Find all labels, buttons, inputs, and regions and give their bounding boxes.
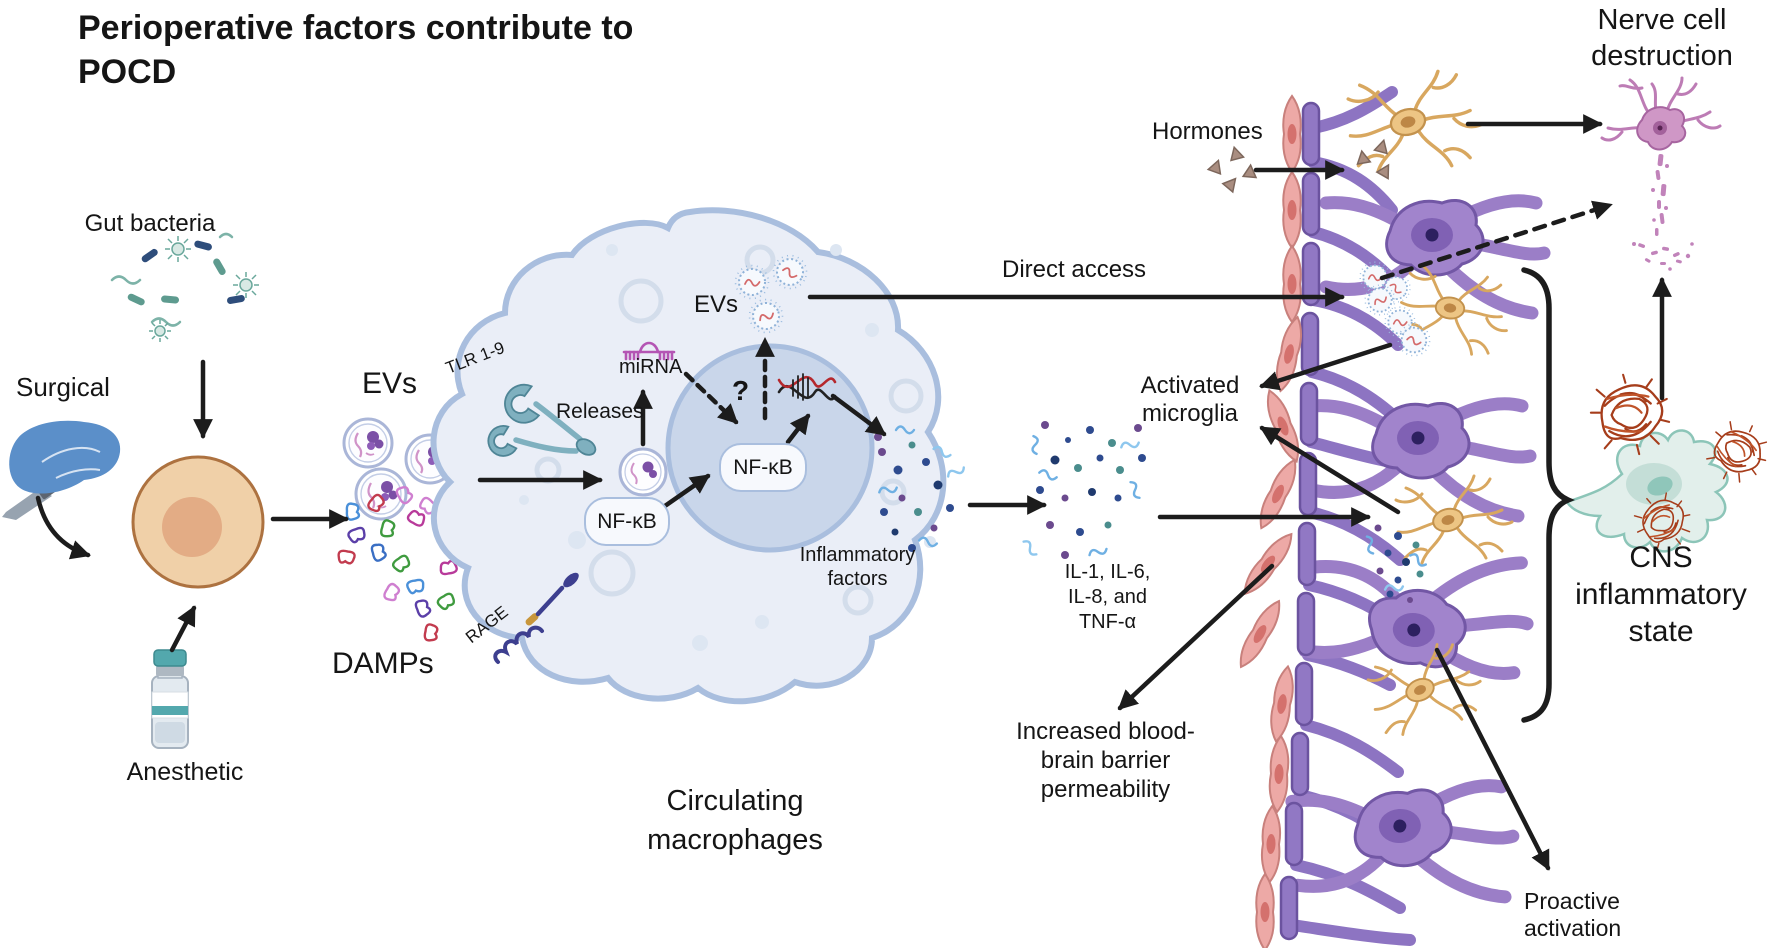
hormone-triangles-icon (1206, 138, 1390, 194)
nfkb-box-cytoplasm: NF-κB (584, 497, 670, 546)
label-question-mark: ? (732, 375, 750, 406)
inflammatory-factors-icon (874, 425, 967, 552)
label-evs-released: EVs (694, 291, 739, 318)
arrows (35, 114, 1672, 871)
label-proactive-activation: Proactive activation (1524, 888, 1622, 942)
label-gut-bacteria: Gut bacteria (84, 210, 216, 237)
nfkb-box-nucleus: NF-κB (719, 443, 807, 492)
label-activated-microglia: Activated microglia (1140, 372, 1240, 428)
mirna-icon (622, 341, 676, 361)
arrow-dna-to-factors (830, 393, 887, 437)
label-cns-inflammatory-state: CNS inflammatory state (1575, 541, 1747, 648)
label-damps: DAMPs (332, 647, 434, 680)
arrow-mirna-question-dashed (683, 371, 739, 425)
endocytosed-vesicle-icon (618, 447, 668, 497)
anesthetic-vial-icon (151, 649, 189, 749)
reactive-astrocyte-icon (1565, 429, 1729, 553)
gut-bacteria-icon (110, 232, 259, 342)
label-releases: Releases (556, 400, 644, 423)
label-circulating-macrophages: Circulating macrophages (647, 785, 823, 857)
dna-icon (777, 373, 837, 401)
label-mirna: miRNA (619, 356, 683, 378)
label-cytokines: IL-1, IL-6, IL-8, and TNF-α (1064, 561, 1151, 633)
label-direct-access: Direct access (1002, 256, 1147, 283)
brace (1521, 267, 1575, 723)
page-title: Perioperative factors contribute to POCD (78, 9, 634, 92)
cell-icon (131, 455, 265, 589)
blood-vessel-wall-icon (1232, 95, 1321, 948)
arrow-proactive (1434, 647, 1551, 871)
label-surgical: Surgical (16, 372, 110, 402)
cytokines-icon (1020, 421, 1146, 560)
arrow-evs-direct-dashed (1379, 200, 1613, 281)
surgical-hand-icon (2, 420, 121, 520)
label-inflammatory-factors: Inflammatory factors (799, 544, 916, 590)
arrow-vial-to-cell (169, 605, 197, 653)
arrow-to-permeability-label (1117, 563, 1275, 711)
label-evs: EVs (362, 367, 418, 400)
label-hormones: Hormones (1152, 118, 1263, 145)
degenerating-neuron-icon (1600, 76, 1722, 271)
macrophage-icon (430, 207, 947, 705)
label-anesthetic: Anesthetic (126, 758, 244, 786)
arrow-nfkb-to-dna (785, 413, 811, 445)
arrow-evs-to-activated-label (1259, 342, 1393, 391)
arrow-surgical-to-cell (35, 495, 91, 560)
label-nerve-cell-destruction: Nerve cell destruction (1591, 4, 1733, 73)
label-increased-bbb: Increased blood- brain barrier permeabil… (1016, 718, 1195, 803)
arrow-microglia-to-activated-label (1259, 425, 1401, 515)
brain-cytokines-icon (1362, 524, 1429, 603)
